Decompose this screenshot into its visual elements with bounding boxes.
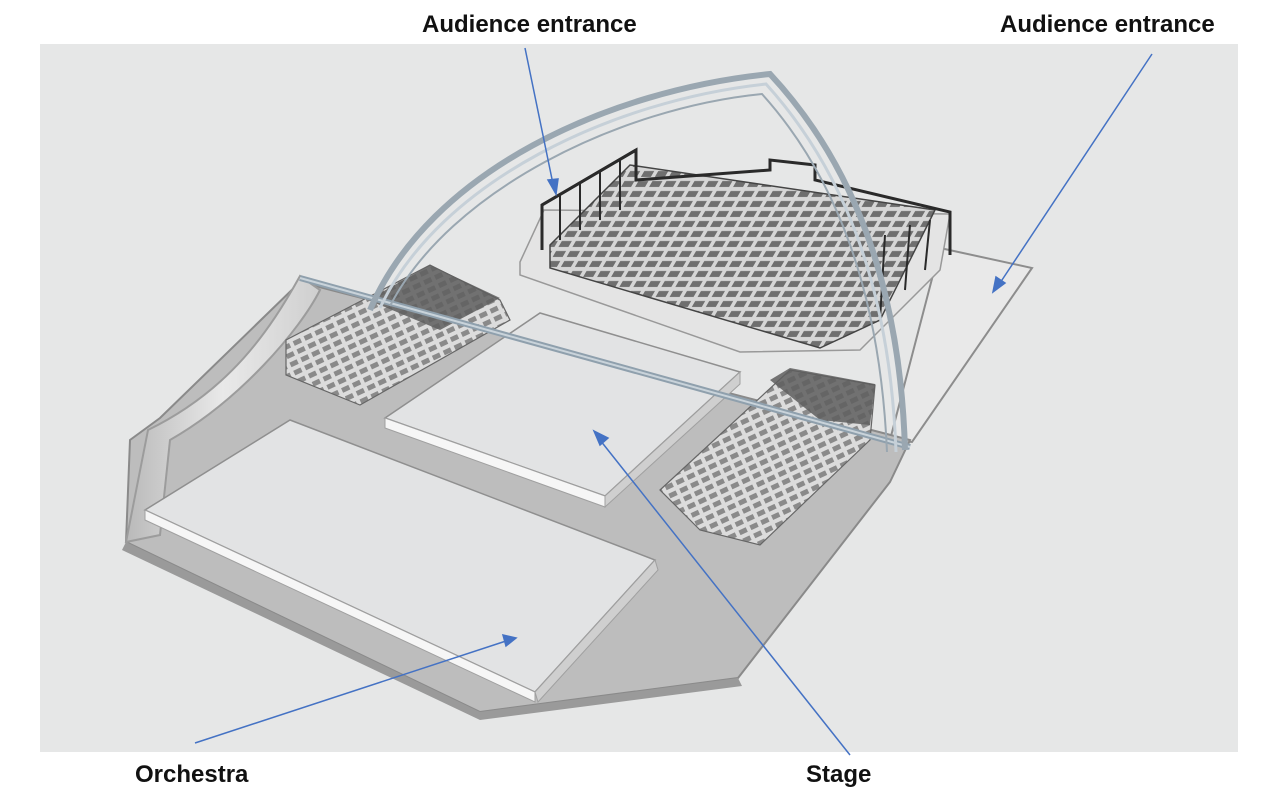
entrance-ramp (888, 246, 1034, 444)
label-audience-entrance-right: Audience entrance (1000, 11, 1215, 38)
right-seating-block (659, 368, 876, 546)
pointer-orchestra (194, 640, 507, 744)
orchestra-platform (143, 419, 659, 703)
roof-beam (299, 275, 911, 450)
pointer-stage (599, 439, 851, 756)
pointer-audience-entrance-left (524, 47, 554, 185)
arrowhead-stage (592, 429, 610, 447)
label-orchestra: Orchestra (135, 761, 249, 788)
canopy-wall (124, 274, 322, 544)
pointer-audience-entrance-right (999, 53, 1153, 284)
label-audience-entrance-left: Audience entrance (422, 11, 637, 38)
rear-grandstand (519, 147, 952, 353)
arrowhead-orchestra (501, 633, 518, 648)
left-seating-block (285, 264, 511, 406)
truss-arch (367, 70, 908, 453)
stage-platform (383, 312, 742, 509)
label-stage: Stage (806, 761, 872, 788)
arrowhead-audience-entrance-left (546, 178, 559, 197)
arrowhead-audience-entrance-right (991, 275, 1007, 294)
pointer-arrows (194, 47, 1153, 756)
